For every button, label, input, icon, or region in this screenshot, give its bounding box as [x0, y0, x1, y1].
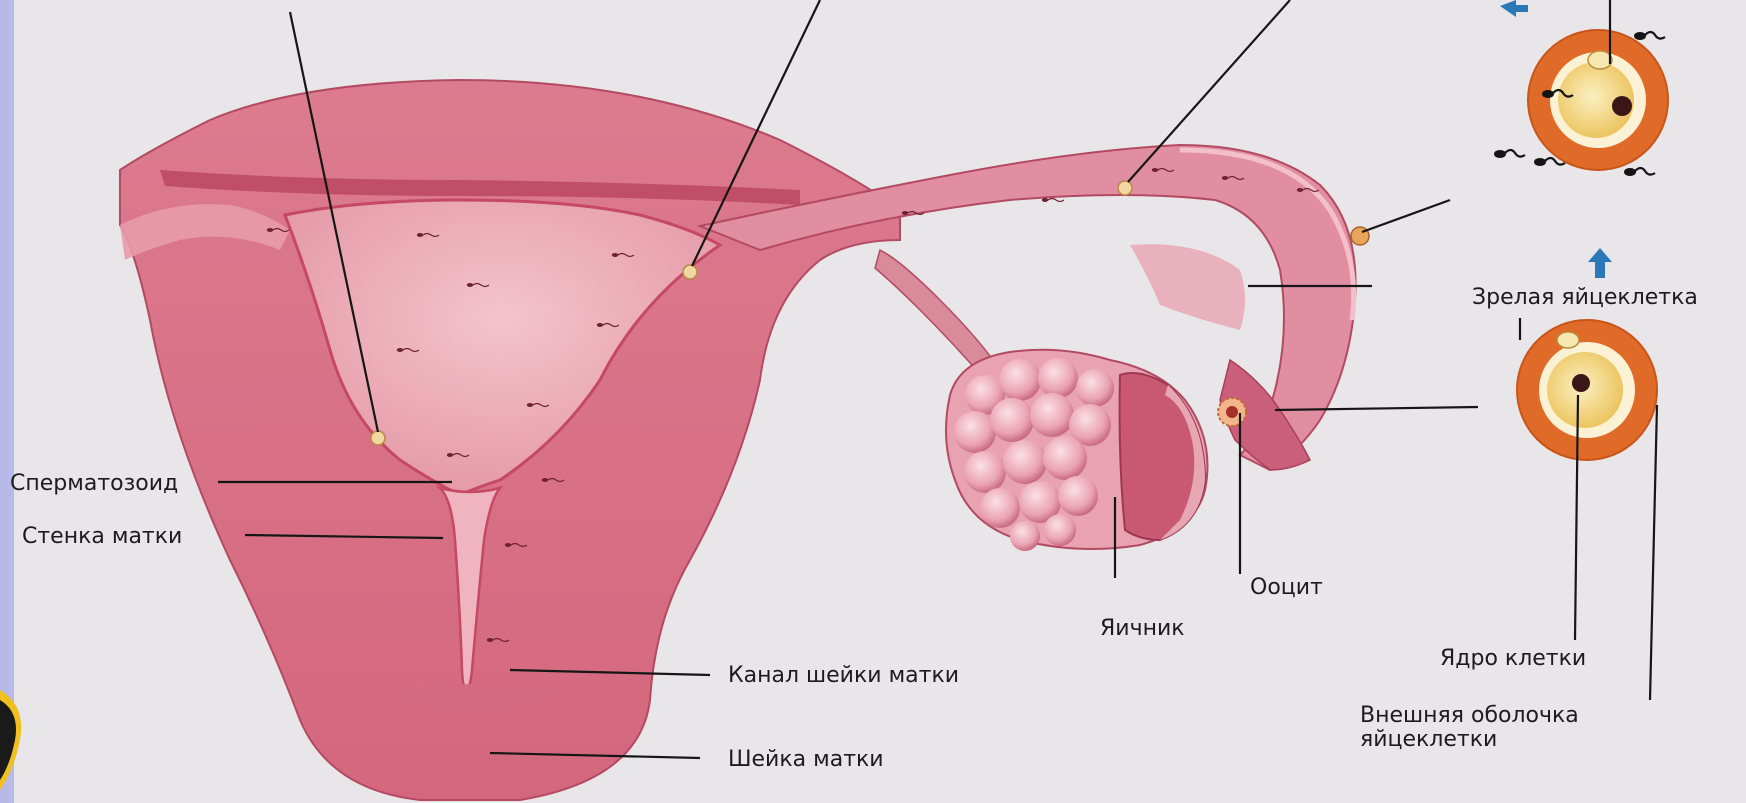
infundibulum	[1130, 244, 1245, 330]
label-cervical-canal: Канал шейки матки	[728, 663, 959, 688]
sperm-icon	[1624, 168, 1655, 176]
label-ovary: Яичник	[1100, 616, 1185, 641]
fertilized-egg	[1494, 30, 1668, 176]
uterus	[120, 80, 900, 800]
label-outer-membrane-line1: Внешняя оболочка	[1360, 703, 1579, 728]
up-arrow-icon	[1500, 0, 1528, 17]
label-cervix: Шейка матки	[728, 747, 884, 772]
left-edge-band	[0, 0, 14, 803]
label-oocyte: Ооцит	[1250, 575, 1323, 600]
oocyte-dot	[1226, 406, 1238, 418]
mature-egg	[1517, 320, 1657, 460]
sperm-icon	[1634, 32, 1665, 40]
label-cell-nucleus: Ядро клетки	[1440, 646, 1586, 671]
label-sperm: Сперматозоид	[10, 471, 178, 496]
label-uterine-wall: Стенка матки	[22, 524, 182, 549]
up-arrow-icon	[1588, 248, 1612, 278]
ovary	[946, 350, 1246, 551]
sperm-icon	[1042, 198, 1064, 202]
label-outer-membrane-line2: яйцеклетки	[1360, 727, 1497, 752]
sperm-icon	[1494, 150, 1525, 158]
label-mature-egg: Зрелая яйцеклетка	[1472, 285, 1698, 310]
